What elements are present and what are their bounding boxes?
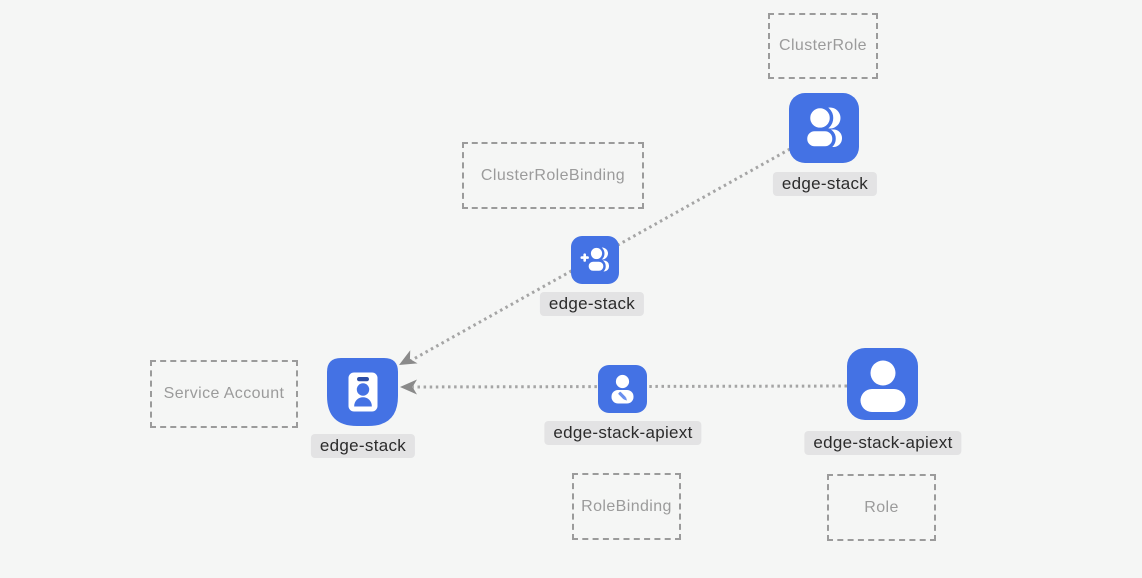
user-plus-icon[interactable] bbox=[571, 236, 619, 284]
user-edit-icon[interactable] bbox=[598, 365, 647, 413]
type-label-role: Role bbox=[864, 498, 899, 516]
node-label-role[interactable]: edge-stack-apiext bbox=[804, 431, 962, 455]
type-box-role-binding: RoleBinding bbox=[572, 473, 681, 540]
type-box-cluster-role-binding: ClusterRoleBinding bbox=[462, 142, 644, 209]
node-label-service-account[interactable]: edge-stack bbox=[310, 434, 416, 458]
type-box-cluster-role: ClusterRole bbox=[768, 13, 878, 79]
user-icon[interactable] bbox=[847, 348, 918, 420]
type-box-service-account: Service Account bbox=[150, 360, 298, 428]
arrowhead-icon bbox=[399, 350, 418, 365]
node-label-cluster-role-binding[interactable]: edge-stack bbox=[539, 292, 645, 316]
users-icon[interactable] bbox=[789, 93, 859, 163]
node-label-role-binding[interactable]: edge-stack-apiext bbox=[544, 421, 702, 445]
type-label-role-binding: RoleBinding bbox=[581, 497, 672, 515]
type-box-role: Role bbox=[827, 474, 936, 541]
node-label-cluster-role[interactable]: edge-stack bbox=[772, 172, 878, 196]
type-label-cluster-role-binding: ClusterRoleBinding bbox=[480, 166, 626, 184]
arrowhead-icon bbox=[400, 379, 417, 395]
type-label-cluster-role: ClusterRole bbox=[779, 37, 867, 54]
id-badge-icon[interactable] bbox=[327, 358, 398, 426]
type-label-service-account: Service Account bbox=[163, 385, 285, 402]
